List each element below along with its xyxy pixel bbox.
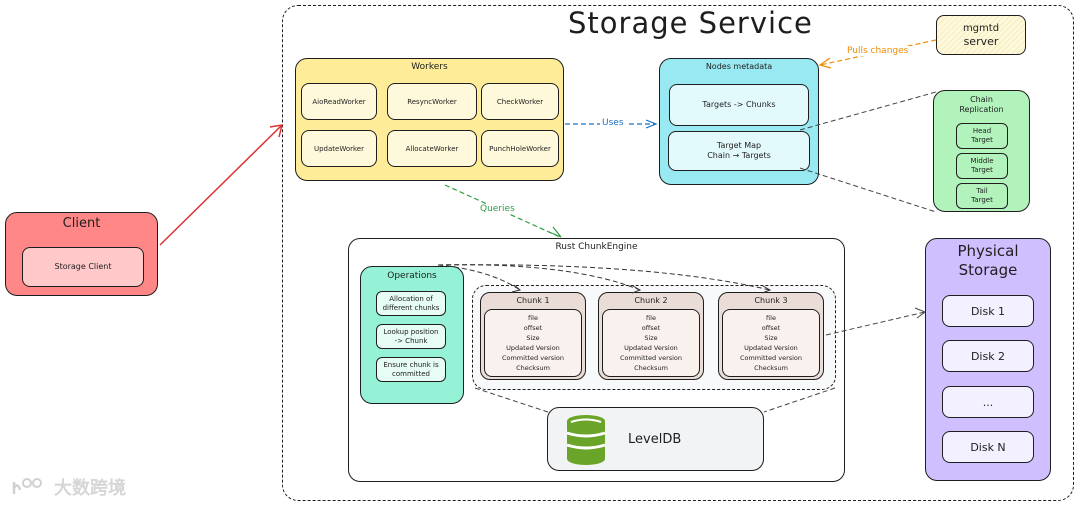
worker-item[interactable]: CheckWorker xyxy=(481,83,559,120)
middle-target-box[interactable]: Middle Target xyxy=(956,153,1008,179)
worker-item[interactable]: AllocateWorker xyxy=(387,130,477,167)
database-icon xyxy=(566,415,606,465)
chain-replication-title: Chain Replication xyxy=(959,95,1004,114)
disk-item[interactable]: ... xyxy=(942,386,1034,418)
nodes-metadata-title: Nodes metadata xyxy=(705,62,773,71)
chain-replication-box[interactable]: Chain Replication Head Target Middle Tar… xyxy=(933,90,1030,212)
worker-item[interactable]: UpdateWorker xyxy=(301,130,377,167)
operation-item[interactable]: Ensure chunk is committed xyxy=(376,357,446,382)
watermark: 大数跨境 xyxy=(10,474,126,500)
target-map-box[interactable]: Target Map Chain → Targets xyxy=(668,131,810,171)
storage-client-box[interactable]: Storage Client xyxy=(22,247,144,287)
operation-item[interactable]: Allocation of different chunks xyxy=(376,291,446,316)
pulls-changes-label: Pulls changes xyxy=(845,46,911,56)
mgmtd-server-box[interactable]: mgmtd server xyxy=(936,15,1026,55)
queries-label: Queries xyxy=(478,204,517,214)
leveldb-box[interactable]: LevelDB xyxy=(547,407,764,471)
targets-chunks-box[interactable]: Targets -> Chunks xyxy=(669,84,809,126)
workers-title: Workers xyxy=(411,62,448,72)
uses-label: Uses xyxy=(600,118,626,128)
operations-title: Operations xyxy=(387,271,437,281)
physical-storage-title: Physical Storage xyxy=(957,242,1019,279)
client-title: Client xyxy=(62,216,101,231)
storage-service-boundary xyxy=(282,5,1074,501)
worker-item[interactable]: AioReadWorker xyxy=(301,83,377,120)
operations-box[interactable]: Operations Allocation of different chunk… xyxy=(360,266,464,404)
leveldb-label: LevelDB xyxy=(628,432,682,447)
disk-item[interactable]: Disk N xyxy=(942,431,1034,463)
workers-box[interactable]: Workers AioReadWorker ResyncWorker Check… xyxy=(295,58,564,181)
client-arrow-head xyxy=(269,124,284,138)
disk-item[interactable]: Disk 1 xyxy=(942,295,1034,327)
watermark-logo-icon xyxy=(12,478,42,494)
operation-item[interactable]: Lookup position -> Chunk xyxy=(376,324,446,349)
chunk-engine-title: Rust ChunkEngine xyxy=(555,242,638,252)
worker-item[interactable]: PunchHoleWorker xyxy=(481,130,559,167)
client-box[interactable]: Client Storage Client xyxy=(5,212,158,296)
worker-item[interactable]: ResyncWorker xyxy=(387,83,477,120)
diagram-title: Storage Service xyxy=(568,6,813,40)
nodes-metadata-box[interactable]: Nodes metadata Targets -> Chunks Target … xyxy=(659,58,819,185)
client-arrow xyxy=(159,124,283,246)
head-target-box[interactable]: Head Target xyxy=(956,123,1008,149)
physical-storage-box[interactable]: Physical Storage Disk 1 Disk 2 ... Disk … xyxy=(925,238,1051,481)
disk-item[interactable]: Disk 2 xyxy=(942,340,1034,372)
storage-client-label: Storage Client xyxy=(54,262,112,271)
tail-target-box[interactable]: Tail Target xyxy=(956,183,1008,209)
